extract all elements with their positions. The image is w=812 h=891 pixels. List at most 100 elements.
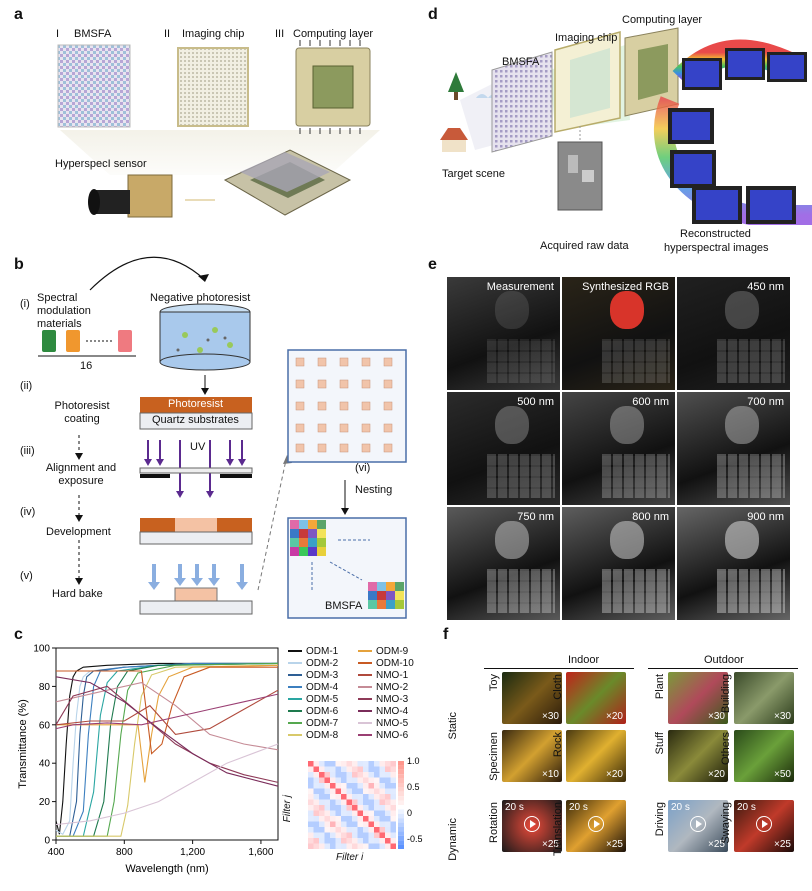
corr-cell [335,832,341,838]
corr-cell [313,832,319,838]
corr-cell [385,777,391,783]
thumbnail-count: ×20 [708,769,725,780]
y-axis-label: Transmittance (%) [17,699,29,788]
play-icon [690,816,706,832]
legend-swatch [288,674,302,677]
corr-cell [335,794,341,800]
play-triangle [696,820,702,828]
corr-cell [368,821,374,827]
panel-c-label: c [14,626,23,643]
corr-cell [385,821,391,827]
spectral-tile: 500 nm [447,392,560,505]
y-tick-label: 40 [39,759,51,770]
corr-cell [341,810,347,816]
step-i-num: (i) [20,298,30,310]
legend-swatch [288,734,302,737]
legend-entry: ODM-5 [288,694,338,705]
legend-label: ODM-6 [306,706,339,717]
corr-cell [341,821,347,827]
colorbar-cell [398,787,404,792]
category-label: Toy [488,674,500,692]
corr-cell [324,805,330,811]
dataset-thumbnail: ×10 [502,730,562,782]
legend-swatch [288,686,302,689]
legend-entry: NMO-3 [358,694,408,705]
corr-cell [346,843,352,849]
corr-cell [368,772,374,778]
color-checker [602,454,670,498]
spectral-tile: Measurement [447,277,560,390]
corr-cell [385,838,391,844]
photoresist-layer-label: Photoresist [168,398,224,410]
corr-cell [374,816,380,822]
corr-cell [335,783,341,789]
corr-cell [379,805,385,811]
corr-cell [390,838,396,844]
step-v-text: Hard bake [52,588,103,600]
color-checker [602,339,670,383]
corr-cell [313,827,319,833]
corr-cell [330,777,336,783]
corr-cell [357,783,363,789]
play-icon [524,816,540,832]
tile-label: 600 nm [632,396,669,408]
corr-cell [374,838,380,844]
corr-cell [374,799,380,805]
panel-a-item-2-num: II [164,28,171,40]
corr-cell [385,766,391,772]
corr-cell [363,761,369,767]
thumbnail-count: ×20 [606,769,623,780]
d-chip-label: Imaging chip [555,32,618,44]
corr-cell [324,772,330,778]
corr-cell [341,843,347,849]
thumbnail-duration: 20 s [737,802,756,813]
thumbnail-count: ×25 [708,839,725,850]
legend-swatch [358,686,372,689]
step-i-text: Spectral modulation materials [37,292,91,330]
corr-cell [319,788,325,794]
corr-cell [357,832,363,838]
tile-label: 750 nm [517,511,554,523]
corr-cell [324,816,330,822]
colorbar-cell [398,774,404,779]
panel-d-illustration [440,27,812,225]
corr-cell [379,821,385,827]
corr-cell [341,794,347,800]
corr-cell [368,843,374,849]
corr-cell [379,761,385,767]
corr-cell [368,777,374,783]
computing-layer-illustration [295,40,371,134]
corr-cell [335,788,341,794]
corr-cell [330,816,336,822]
colorbar-tick-label: 0.5 [407,782,420,792]
corr-cell [368,816,374,822]
corr-cell [335,766,341,772]
category-label: Driving [654,802,666,837]
corr-cell [319,838,325,844]
corr-cell [330,766,336,772]
corr-cell [335,772,341,778]
corr-cell [341,766,347,772]
corr-cell [346,816,352,822]
color-checker [717,454,785,498]
corr-cell [379,777,385,783]
corr-cell [330,783,336,789]
corr-cell [352,827,358,833]
panel-b-label: b [14,256,24,273]
legend-entry: ODM-6 [288,706,338,717]
indoor-rule [484,668,634,669]
corr-cell [346,777,352,783]
spectral-tile: 750 nm [447,507,560,620]
corr-cell [390,816,396,822]
panel-a-illustration [57,40,380,218]
corr-cell [313,821,319,827]
y-tick-label: 100 [33,644,50,655]
corr-cell [385,816,391,822]
thumbnail-count: ×20 [606,711,623,722]
corr-cell [324,832,330,838]
colorbar-cell [398,818,404,823]
category-label: Rock [552,732,564,758]
corr-cell [379,816,385,822]
bmsfa-box-label: BMSFA [325,600,363,612]
